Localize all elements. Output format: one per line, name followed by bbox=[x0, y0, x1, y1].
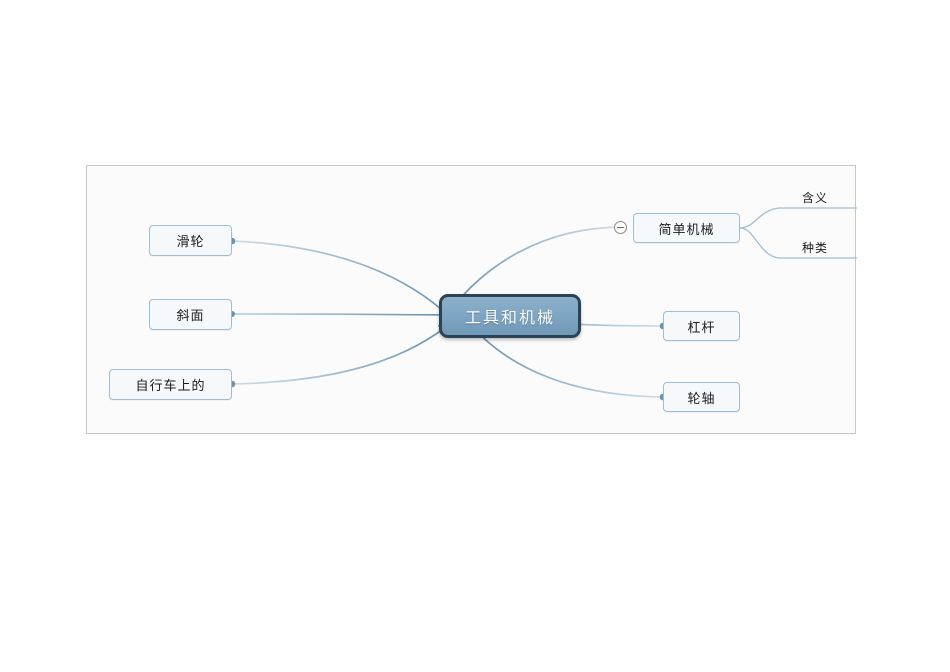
node-lever[interactable]: 杠杆 bbox=[663, 311, 740, 341]
node-bicycle[interactable]: 自行车上的 bbox=[109, 369, 232, 400]
connector-root-pulley bbox=[231, 240, 460, 327]
node-simple-machine-label: 简单机械 bbox=[658, 222, 715, 238]
node-incline-label: 斜面 bbox=[176, 309, 205, 324]
root-node-label: 工具和机械 bbox=[464, 308, 555, 327]
node-bicycle-label: 自行车上的 bbox=[135, 379, 206, 394]
node-simple-machine[interactable]: 简单机械 bbox=[633, 213, 740, 243]
node-lever-label: 杠杆 bbox=[687, 320, 716, 336]
root-node[interactable]: 工具和机械 bbox=[439, 294, 581, 338]
minus-circle-icon[interactable] bbox=[614, 221, 627, 234]
node-types[interactable]: 种类 bbox=[787, 238, 843, 256]
node-wheel-axle[interactable]: 轮轴 bbox=[663, 382, 740, 412]
connector-simple-machine-meaning bbox=[739, 207, 857, 229]
node-pulley[interactable]: 滑轮 bbox=[149, 225, 232, 256]
node-types-label: 种类 bbox=[801, 240, 828, 255]
connector-root-bicycle bbox=[231, 309, 466, 385]
node-pulley-label: 滑轮 bbox=[176, 235, 205, 250]
node-meaning-label: 含义 bbox=[801, 190, 828, 205]
node-meaning[interactable]: 含义 bbox=[787, 188, 843, 206]
connector-root-incline bbox=[231, 313, 454, 316]
mindmap-canvas[interactable]: 工具和机械 滑轮 斜面 自行车上的 简单机械 杠杆 轮轴 含义 种类 bbox=[86, 165, 857, 434]
node-wheel-axle-label: 轮轴 bbox=[687, 391, 716, 407]
node-incline[interactable]: 斜面 bbox=[149, 299, 232, 330]
